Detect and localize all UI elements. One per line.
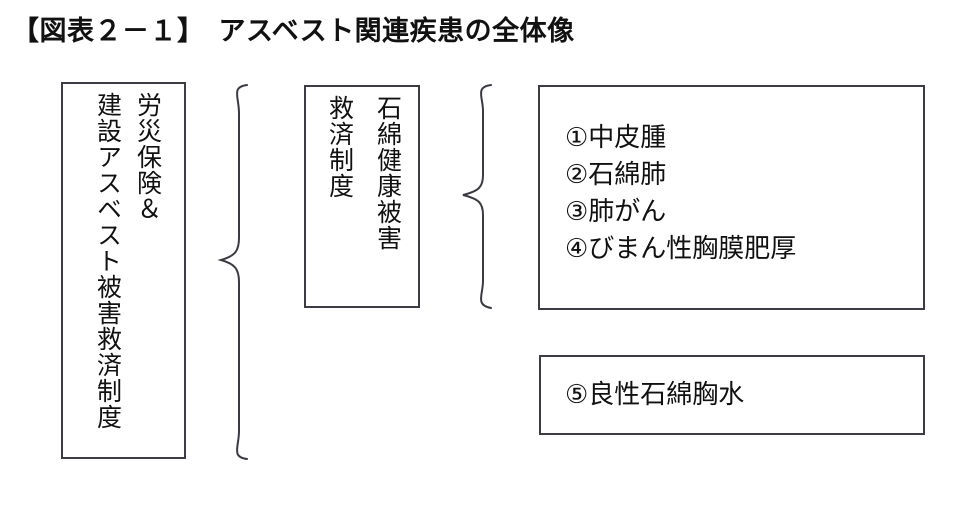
disease-list-item-1: ①中皮腫 xyxy=(565,123,667,153)
disease-list-box xyxy=(538,85,925,310)
left-scheme-column-1: 労災保険＆ xyxy=(133,92,163,222)
middle-scheme-column-1: 石綿健康被害 xyxy=(373,95,403,251)
connector-brace-left xyxy=(217,84,248,460)
middle-scheme-column-2: 救済制度 xyxy=(325,95,355,199)
left-scheme-column-2: 建設アスベスト被害救済制度 xyxy=(93,92,123,430)
extra-disease-box xyxy=(539,355,925,435)
disease-list: ①中皮腫 ②石綿肺 ③肺がん ④びまん性胸膜肥厚 xyxy=(565,120,796,268)
connector-brace-middle xyxy=(462,84,492,309)
middle-scheme-box xyxy=(304,85,420,308)
disease-list-item-4: ④びまん性胸膜肥厚 xyxy=(565,234,797,264)
left-scheme-box xyxy=(61,82,186,459)
extra-disease-item-5: ⑤良性石綿胸水 xyxy=(565,380,745,410)
figure-title: 【図表２－１】 アスベスト関連疾患の全体像 xyxy=(12,16,575,47)
disease-list-item-2: ②石綿肺 xyxy=(565,160,667,190)
disease-list-item-3: ③肺がん xyxy=(565,197,667,227)
